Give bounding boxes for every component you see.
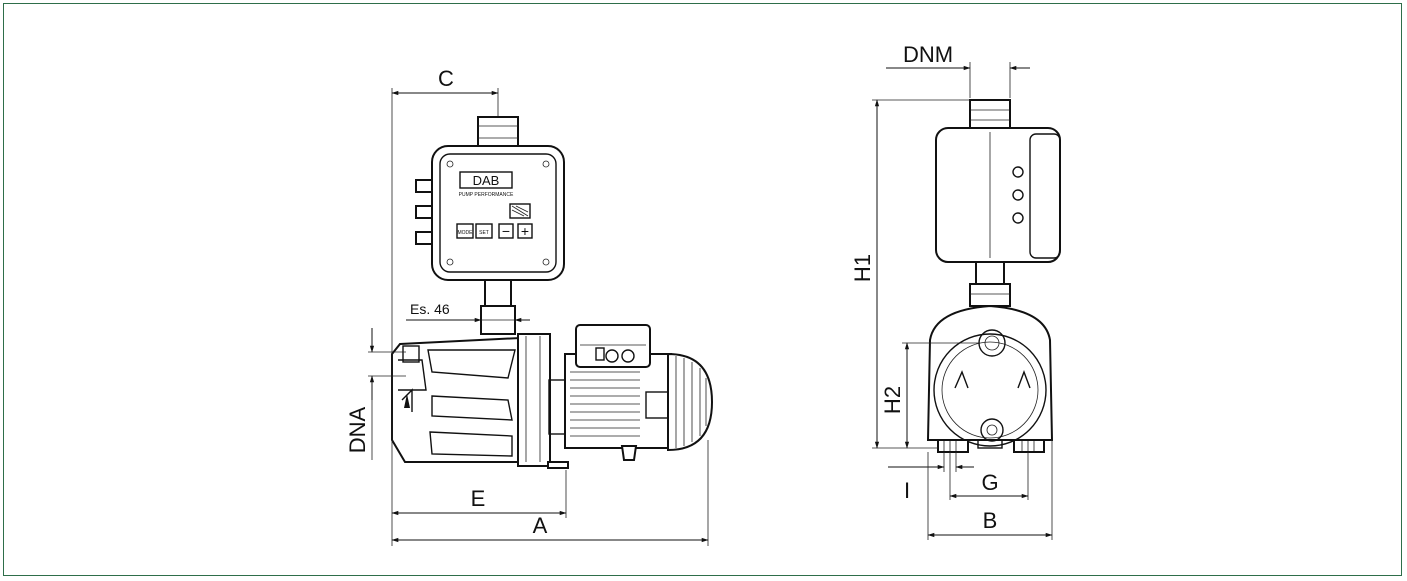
pump-foot [937,439,969,453]
controller-unit: DAB PUMP PERFORMANCE MODE SET − + [415,116,565,335]
dim-label-a: A [533,513,548,538]
side-view: DAB PUMP PERFORMANCE MODE SET − + [345,66,714,546]
connector-pipe [484,279,512,309]
flow-arrow-icon [954,370,969,389]
plus-button-label: + [521,223,529,239]
flow-arrow [401,388,413,412]
dim-label-i: I [904,478,910,503]
display-window [509,203,531,219]
mode-button [456,223,474,239]
dim-label-c: C [438,66,454,91]
connector-nut [969,283,1011,307]
gland-icon [621,349,635,363]
dim-label-dnm: DNM [903,42,953,67]
outlet-nut [477,116,519,148]
minus-button [498,223,514,239]
plus-button [517,223,533,239]
gland-icon [1012,166,1024,178]
controller-housing [935,127,1061,263]
dim-label-e: E [471,486,486,511]
drain-plug [980,418,1004,442]
dim-label-dna: DNA [345,406,370,453]
fan-cover [667,352,714,452]
set-button [475,223,493,239]
pump-flange [517,333,551,467]
outlet-nut [969,99,1011,129]
mode-button-label: MODE [458,230,474,236]
pump-foot [1013,439,1045,453]
dim-label-b: B [983,508,998,533]
side-dimensions: C Es. 46 DNA E A [345,66,709,546]
flow-arrow-icon [1017,370,1031,389]
dim-label-g: G [981,470,998,495]
brand-subtitle: PUMP PERFORMANCE [459,192,514,198]
pump-foot [547,461,569,469]
terminal-box [575,324,651,368]
dim-label-h2: H2 [880,386,905,414]
pump-front-casing [926,304,1054,441]
connector-pipe [975,261,1005,287]
drawing-frame [3,3,1402,576]
pump-volute [933,333,1047,447]
brand-logo-text: DAB [473,173,500,188]
front-dimensions: DNM H1 H2 I G B [850,42,1053,540]
front-view: DNM H1 H2 I G B [850,42,1061,540]
cable-gland [415,205,433,219]
pump-body [391,324,714,469]
motor-housing [564,353,672,449]
gland-icon [605,349,619,363]
cable-gland [415,179,433,193]
cable-gland [415,231,433,245]
dim-label-es46: Es. 46 [410,301,450,317]
gland-icon [1012,189,1024,201]
minus-button-label: − [502,223,510,239]
dim-label-h1: H1 [850,254,875,282]
gland-icon [1012,212,1024,224]
flow-arrow-icon [404,394,410,408]
brand-logo [459,171,513,189]
set-button-label: SET [479,230,489,236]
motor-foot [620,445,638,461]
